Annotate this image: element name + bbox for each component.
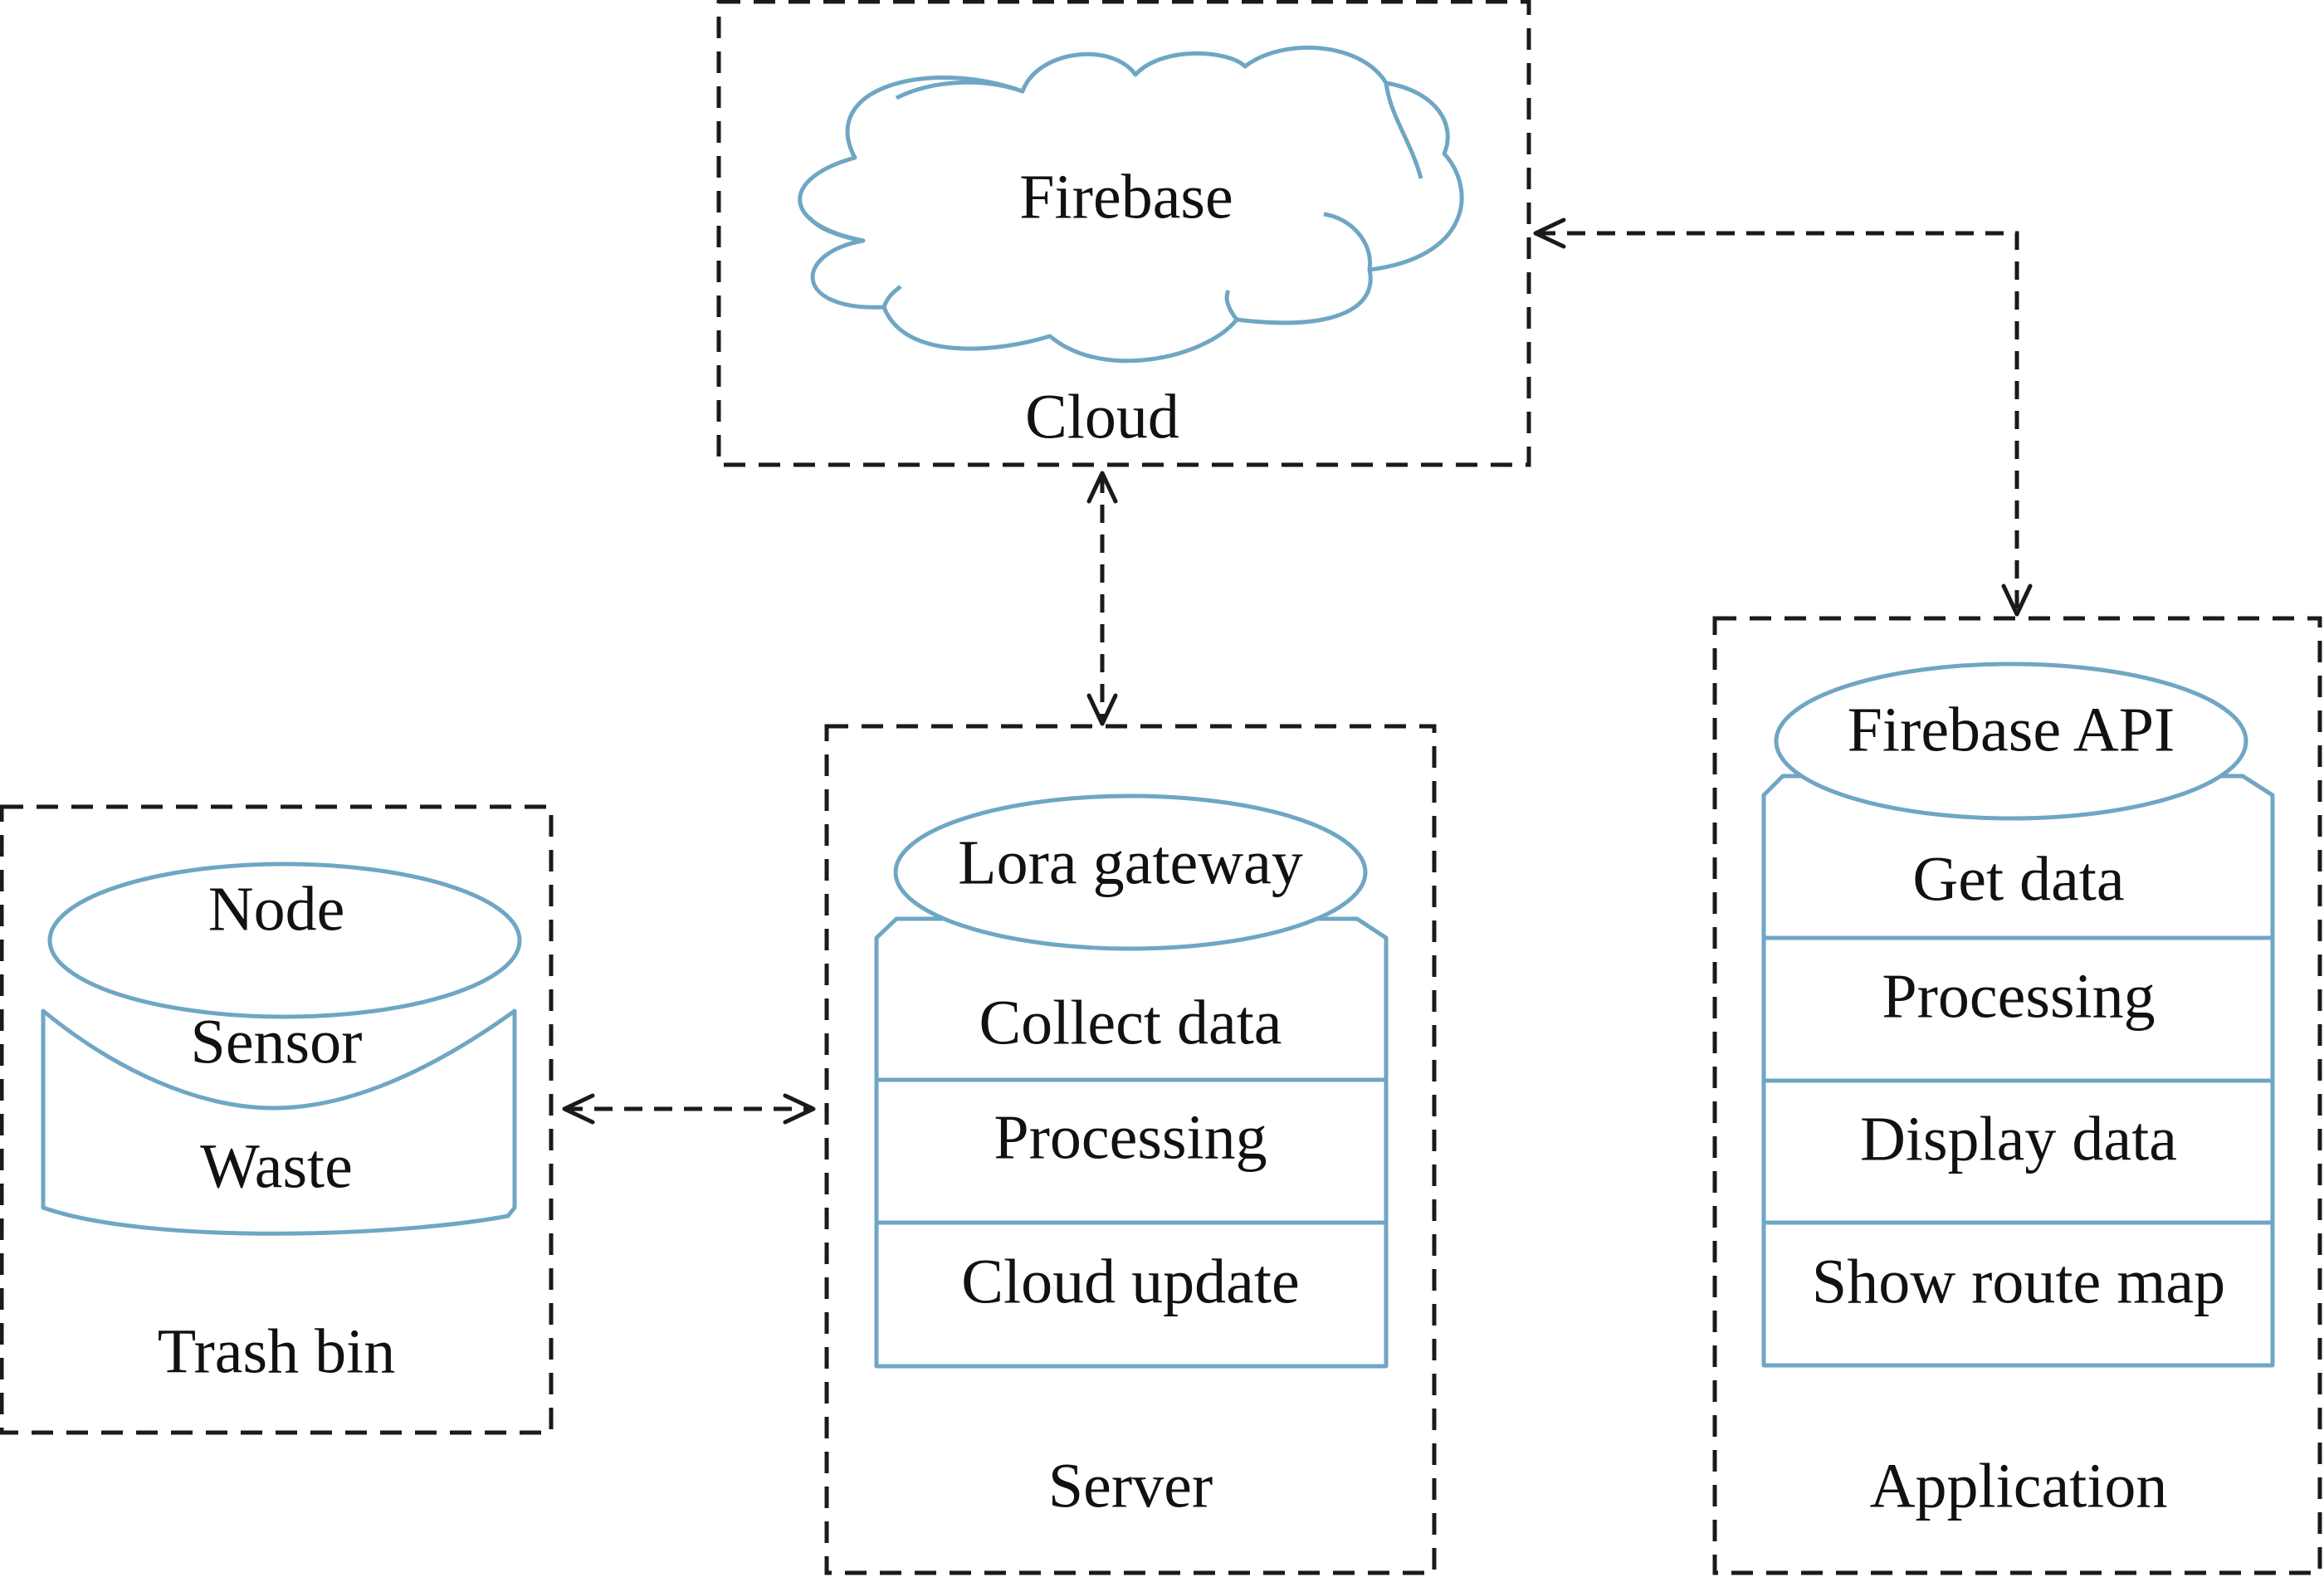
application-top-ellipse (1774, 662, 2248, 821)
arrowhead-down-application (2001, 583, 2033, 617)
arrowhead-left-cloud (1533, 217, 1566, 249)
cloud-frame (716, 0, 1531, 467)
server-top: Lora gateway (958, 828, 1303, 897)
server-top-ellipse (893, 793, 1368, 951)
cloud-group: Firebase Cloud (716, 0, 1531, 467)
application-label: Application (1870, 1451, 2168, 1521)
connector-cloud-server (1086, 471, 1118, 726)
application-row-3: Display data (1860, 1104, 2177, 1174)
cloud-title: Firebase (1019, 162, 1233, 232)
cloud-detail-4 (1224, 289, 1238, 321)
application-row-1: Get data (1912, 844, 2124, 914)
cloud-detail-5 (881, 285, 902, 308)
cloud-detail-2 (1384, 82, 1423, 179)
trash-bin-body: Waste (200, 1131, 353, 1201)
arrowhead-right (783, 1093, 816, 1125)
arrowhead-left (562, 1093, 595, 1125)
arrowhead-up (1086, 471, 1118, 504)
trash-bin-frame (0, 804, 554, 1435)
cloud-icon (798, 46, 1464, 364)
arrowhead-down (1086, 693, 1118, 726)
cloud-detail-1 (895, 80, 1023, 100)
trash-bin-group: Node Sensor Waste Trash bin (0, 804, 554, 1435)
server-group: Lora gateway Collect data Processing Clo… (824, 724, 1437, 1575)
server-row-2: Processing (994, 1102, 1267, 1172)
server-stack (874, 916, 1389, 1369)
cloud-detail-6 (808, 216, 864, 243)
cloud-detail-3 (1323, 212, 1373, 271)
server-row-1: Collect data (979, 988, 1282, 1057)
trash-bin-label: Trash bin (158, 1316, 395, 1386)
connector-cloud-application (1533, 217, 2033, 617)
server-row-3: Cloud update (961, 1247, 1299, 1316)
cloud-label: Cloud (1025, 382, 1179, 452)
connector-trash-server (562, 1093, 816, 1125)
bin-cylinder (41, 1008, 517, 1236)
application-stack (1761, 774, 2275, 1368)
application-group: Firebase API Get data Processing Display… (1712, 616, 2322, 1575)
application-row-2: Processing (1882, 961, 2155, 1031)
trash-bin-top: Node (208, 874, 345, 944)
node-ellipse (47, 862, 522, 1019)
server-frame (824, 724, 1437, 1575)
trash-bin-middle: Sensor (191, 1007, 363, 1077)
server-label: Server (1048, 1451, 1213, 1521)
application-frame (1712, 616, 2322, 1575)
application-row-4: Show route map (1812, 1247, 2225, 1316)
application-top: Firebase API (1848, 695, 2175, 764)
